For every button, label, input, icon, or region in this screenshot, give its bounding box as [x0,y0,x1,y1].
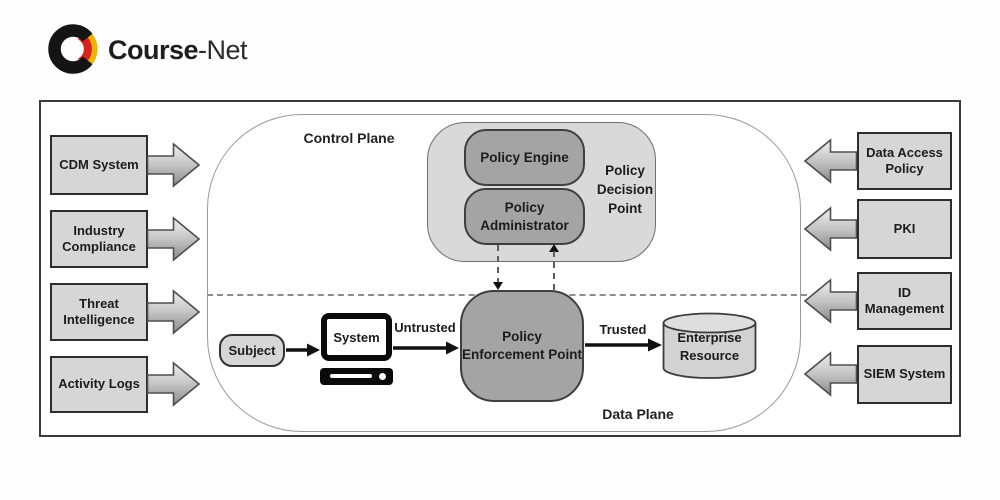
diagram-frame: Control Plane Data Plane CDM System Indu… [39,100,961,437]
untrusted-label: Untrusted [394,320,456,335]
input-box-pki: PKI [857,199,952,259]
data-plane-label: Data Plane [602,406,674,422]
brand-name: Course-Net [108,35,248,66]
flow-arrow-left-icon [804,351,857,397]
flow-arrow-right-icon [147,289,200,335]
dashed-arrow-up-icon [553,251,555,290]
subject-node: Subject [219,334,285,367]
input-box-siem-system: SIEM System [857,345,952,404]
system-computer-icon: System [321,313,392,361]
input-box-id-management: ID Management [857,272,952,330]
policy-enforcement-point-node: Policy Enforcement Point [460,290,584,402]
input-box-activity-logs: Activity Logs [50,356,148,413]
input-box-cdm-system: CDM System [50,135,148,195]
dashed-arrow-up-head-icon [549,244,559,252]
dashed-arrow-down-icon [497,245,499,284]
trusted-label: Trusted [599,322,647,337]
enterprise-resource-label: Enterprise Resource [677,330,742,363]
flow-arrow-left-icon [804,206,857,252]
control-plane-label: Control Plane [303,130,395,146]
dashed-arrow-down-head-icon [493,282,503,290]
input-box-industry-compliance: Industry Compliance [50,210,148,268]
flow-arrow-right-icon [147,361,200,407]
arrow-pep-to-resource-icon [585,338,662,352]
policy-administrator-node: Policy Administrator [464,188,585,245]
input-box-threat-intelligence: Threat Intelligence [50,283,148,341]
brand-logo-icon [48,24,98,74]
policy-engine-node: Policy Engine [464,129,585,186]
brand-name-light: -Net [198,35,248,65]
brand-name-bold: Course [108,35,199,65]
system-computer-base-icon [320,368,393,385]
database-icon [662,312,757,379]
arrow-subject-to-system-icon [286,343,320,357]
flow-arrow-left-icon [804,138,857,184]
policy-decision-point-label: Policy Decision Point [596,163,654,216]
system-label: System [333,329,380,345]
flow-arrow-right-icon [147,216,200,262]
brand-logo: Course-Net [44,20,344,82]
input-box-data-access-policy: Data Access Policy [857,132,952,190]
arrow-system-to-pep-icon [393,341,459,355]
flow-arrow-left-icon [804,278,857,324]
flow-arrow-right-icon [147,142,200,188]
